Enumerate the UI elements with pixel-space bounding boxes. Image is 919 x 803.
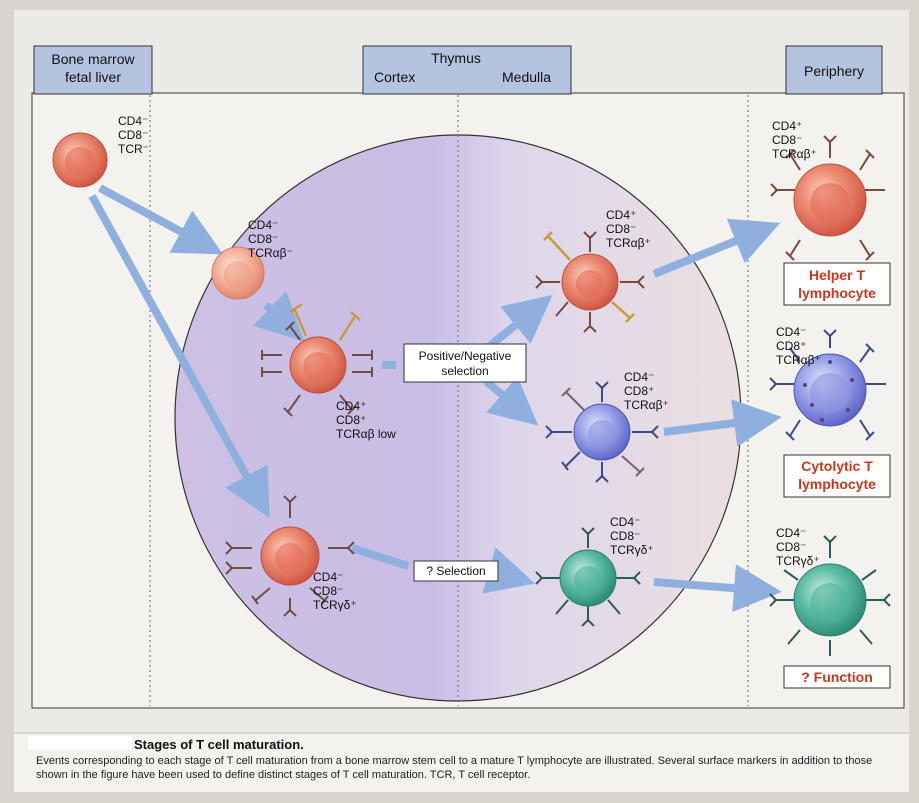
- arrow-selection-to-cd8: [483, 376, 539, 426]
- pos-neg-line2: selection: [441, 364, 488, 378]
- dp-tcr: TCRαβ low: [336, 427, 396, 441]
- cytolytic-t-line2: lymphocyte: [798, 476, 876, 492]
- dp-cd4-markers: [289, 302, 361, 341]
- arrow-selection-to-gd-medulla: [482, 547, 536, 594]
- helper-t-line1: Helper T: [809, 267, 865, 283]
- arrow-stem-to-gd: [88, 194, 270, 519]
- arrow-gd-to-periphery: [653, 564, 782, 613]
- early-cd8: CD8⁻: [248, 232, 278, 246]
- periphery-gd-cd4: CD4⁻: [776, 526, 806, 540]
- caption-body: Events corresponding to each stage of T …: [36, 755, 873, 781]
- medulla-cd4-cd8: CD8⁻: [606, 222, 636, 236]
- medulla-cd4-cd4: CD4⁺: [606, 208, 636, 222]
- helper-t-line2: lymphocyte: [798, 285, 876, 301]
- cytolytic-tcr: TCRαβ⁺: [776, 353, 821, 367]
- stem-tcr: TCR⁻: [118, 142, 149, 156]
- cytolytic-cd8: CD8⁺: [776, 339, 806, 353]
- medulla-cd8-tcr: TCRαβ⁺: [624, 398, 669, 412]
- cell-medulla-cd4: [535, 231, 645, 333]
- pos-neg-line1: Positive/Negative: [419, 349, 512, 363]
- medulla-cd4-tcr: TCRαβ⁺: [606, 236, 651, 250]
- cytolytic-t-line1: Cytolytic T: [801, 458, 873, 474]
- gd-thymocyte-cd4: CD4⁻: [313, 570, 343, 584]
- arrow-cd4-to-helper: [652, 218, 781, 278]
- caption-redaction: [28, 736, 132, 750]
- figure-caption: Stages of T cell maturation. Events corr…: [14, 734, 909, 792]
- early-tcr: TCRαβ⁻: [248, 246, 293, 260]
- helper-cd4: CD4⁺: [772, 119, 802, 133]
- dp-cd8: CD8⁺: [336, 413, 366, 427]
- cell-gd-thymocyte: [225, 495, 355, 617]
- arrow-cd8-to-cytolytic: [663, 399, 782, 447]
- helper-t-label-box: Helper T lymphocyte: [783, 262, 891, 306]
- stem-cd4: CD4⁻: [118, 114, 148, 128]
- medulla-cd8-cd8: CD8⁺: [624, 384, 654, 398]
- helper-cd8: CD8⁻: [772, 133, 802, 147]
- medulla-gd-tcr: TCRγδ⁺: [610, 543, 654, 557]
- q-selection-label: ? Selection: [426, 564, 485, 578]
- header-medulla-label: Medulla: [502, 69, 551, 85]
- dp-receptors: [261, 321, 373, 417]
- arrow-early-to-dp: [253, 291, 305, 342]
- medulla-gd-cd4: CD4⁻: [610, 515, 640, 529]
- cell-stem: [52, 132, 108, 188]
- cell-helper-t: [770, 135, 885, 261]
- header-bone-marrow-line1: Bone marrow: [51, 51, 135, 67]
- cell-periphery-gd: [769, 535, 891, 656]
- medulla-cd8-cd4: CD4⁻: [624, 370, 654, 384]
- stem-cd8: CD8⁻: [118, 128, 148, 142]
- pos-neg-selection-box: Positive/Negative selection: [403, 343, 527, 383]
- medulla-gd-cd8: CD8⁻: [610, 529, 640, 543]
- cell-early-thymocyte: [211, 246, 265, 300]
- cell-double-positive: [261, 302, 373, 417]
- caption-title: Stages of T cell maturation.: [134, 737, 304, 752]
- cell-medulla-cd8: [545, 381, 659, 483]
- header-thymus-label: Thymus: [431, 50, 481, 66]
- cytolytic-granules: [803, 360, 854, 422]
- gd-thymocyte-cd8: CD8⁻: [313, 584, 343, 598]
- header-thymus: Thymus Cortex Medulla: [362, 45, 572, 95]
- periphery-gd-cd8: CD8⁻: [776, 540, 806, 554]
- cell-medulla-gd: [535, 527, 641, 627]
- header-periphery-label: Periphery: [804, 63, 864, 79]
- q-selection-box: ? Selection: [413, 560, 499, 582]
- header-bone-marrow: Bone marrow fetal liver: [33, 45, 153, 95]
- gd-thymocyte-tcr: TCRγδ⁺: [313, 598, 357, 612]
- early-cd4: CD4⁻: [248, 218, 278, 232]
- helper-tcr: TCRαβ⁺: [772, 147, 817, 161]
- arrow-stem-to-early: [98, 184, 224, 255]
- dp-cd4: CD4⁺: [336, 399, 366, 413]
- q-function-label-box: ? Function: [783, 665, 891, 689]
- cytolytic-cd4: CD4⁻: [776, 325, 806, 339]
- header-cortex-label: Cortex: [374, 69, 415, 85]
- arrows: [88, 184, 782, 613]
- header-bone-marrow-line2: fetal liver: [65, 69, 121, 85]
- arrow-gd-to-selection: [350, 544, 410, 570]
- header-periphery: Periphery: [785, 45, 883, 95]
- cytolytic-t-label-box: Cytolytic T lymphocyte: [783, 454, 891, 498]
- arrow-selection-to-cd4: [483, 294, 553, 353]
- cell-cytolytic-t: [769, 329, 886, 441]
- q-function-label: ? Function: [801, 669, 873, 685]
- marker-labels: CD4⁻ CD8⁻ TCR⁻ CD4⁻ CD8⁻ TCRαβ⁻ CD4⁺ CD8…: [118, 114, 821, 612]
- periphery-gd-tcr: TCRγδ⁺: [776, 554, 820, 568]
